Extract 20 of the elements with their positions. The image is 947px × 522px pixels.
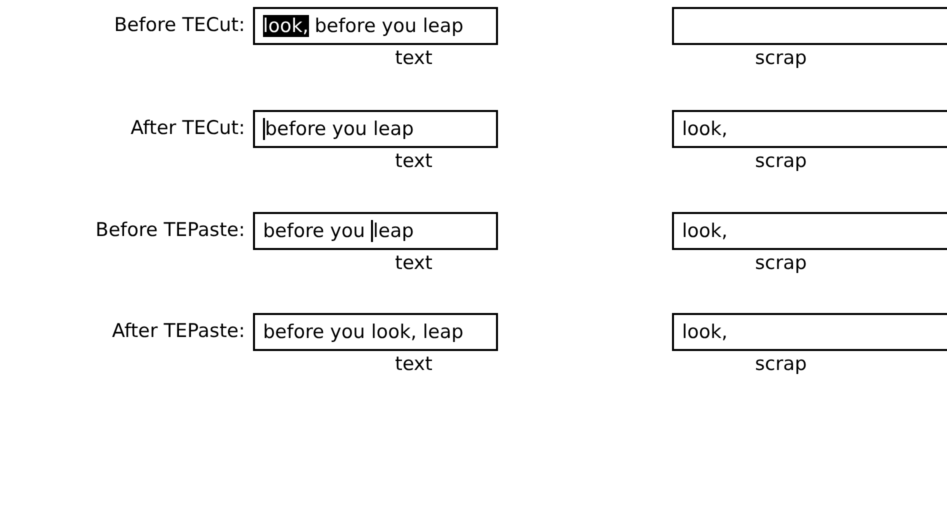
- text-field: look,: [672, 313, 947, 351]
- text-field: before you leap: [253, 110, 498, 148]
- text-field: before you look, leap: [253, 313, 498, 351]
- text-field: look, before you leap: [253, 7, 498, 45]
- row-label: Before TEPaste:: [94, 219, 245, 241]
- text-field: look,: [672, 212, 947, 250]
- node-label: text: [395, 252, 432, 274]
- node-label: scrap: [755, 353, 807, 375]
- node-label: text: [395, 353, 432, 375]
- node-label: scrap: [755, 150, 807, 172]
- text-field: look,: [672, 110, 947, 148]
- text-field: before you leap: [253, 212, 498, 250]
- node-label: text: [395, 150, 432, 172]
- row-label: Before TECut:: [113, 14, 245, 36]
- node-label: scrap: [755, 47, 807, 69]
- empty-box: [672, 7, 947, 45]
- row-label: After TEPaste:: [111, 320, 245, 342]
- row-label: After TECut:: [130, 117, 245, 139]
- node-label: scrap: [755, 252, 807, 274]
- node-label: text: [395, 47, 432, 69]
